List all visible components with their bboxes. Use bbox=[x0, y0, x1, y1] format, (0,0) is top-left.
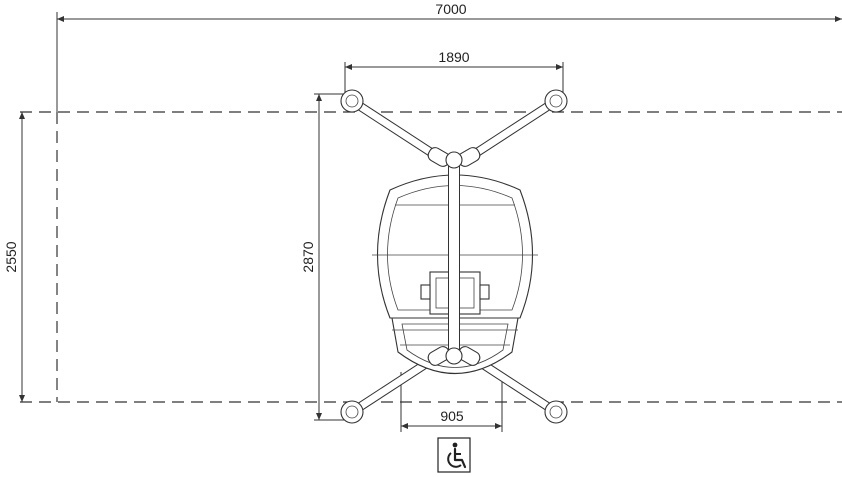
dimension-frame-height-label: 2870 bbox=[300, 241, 316, 272]
dimension-overall-width: 2550 bbox=[3, 112, 25, 402]
dimension-overall-width-label: 2550 bbox=[3, 241, 19, 272]
dimension-overall-length-label: 7000 bbox=[435, 1, 466, 17]
swing-frame bbox=[340, 89, 568, 424]
safety-zone-outline bbox=[20, 111, 842, 403]
frame-joints bbox=[427, 147, 481, 366]
dimension-top-span-label: 1890 bbox=[438, 49, 469, 65]
dimension-top-span: 1890 bbox=[344, 49, 564, 100]
dimension-overall-length: 7000 bbox=[56, 1, 842, 112]
frame-feet bbox=[340, 89, 568, 424]
dimension-frame-height: 2870 bbox=[300, 93, 345, 421]
wheelchair-icon bbox=[437, 437, 471, 473]
dimension-seat-width-label: 905 bbox=[440, 408, 464, 424]
